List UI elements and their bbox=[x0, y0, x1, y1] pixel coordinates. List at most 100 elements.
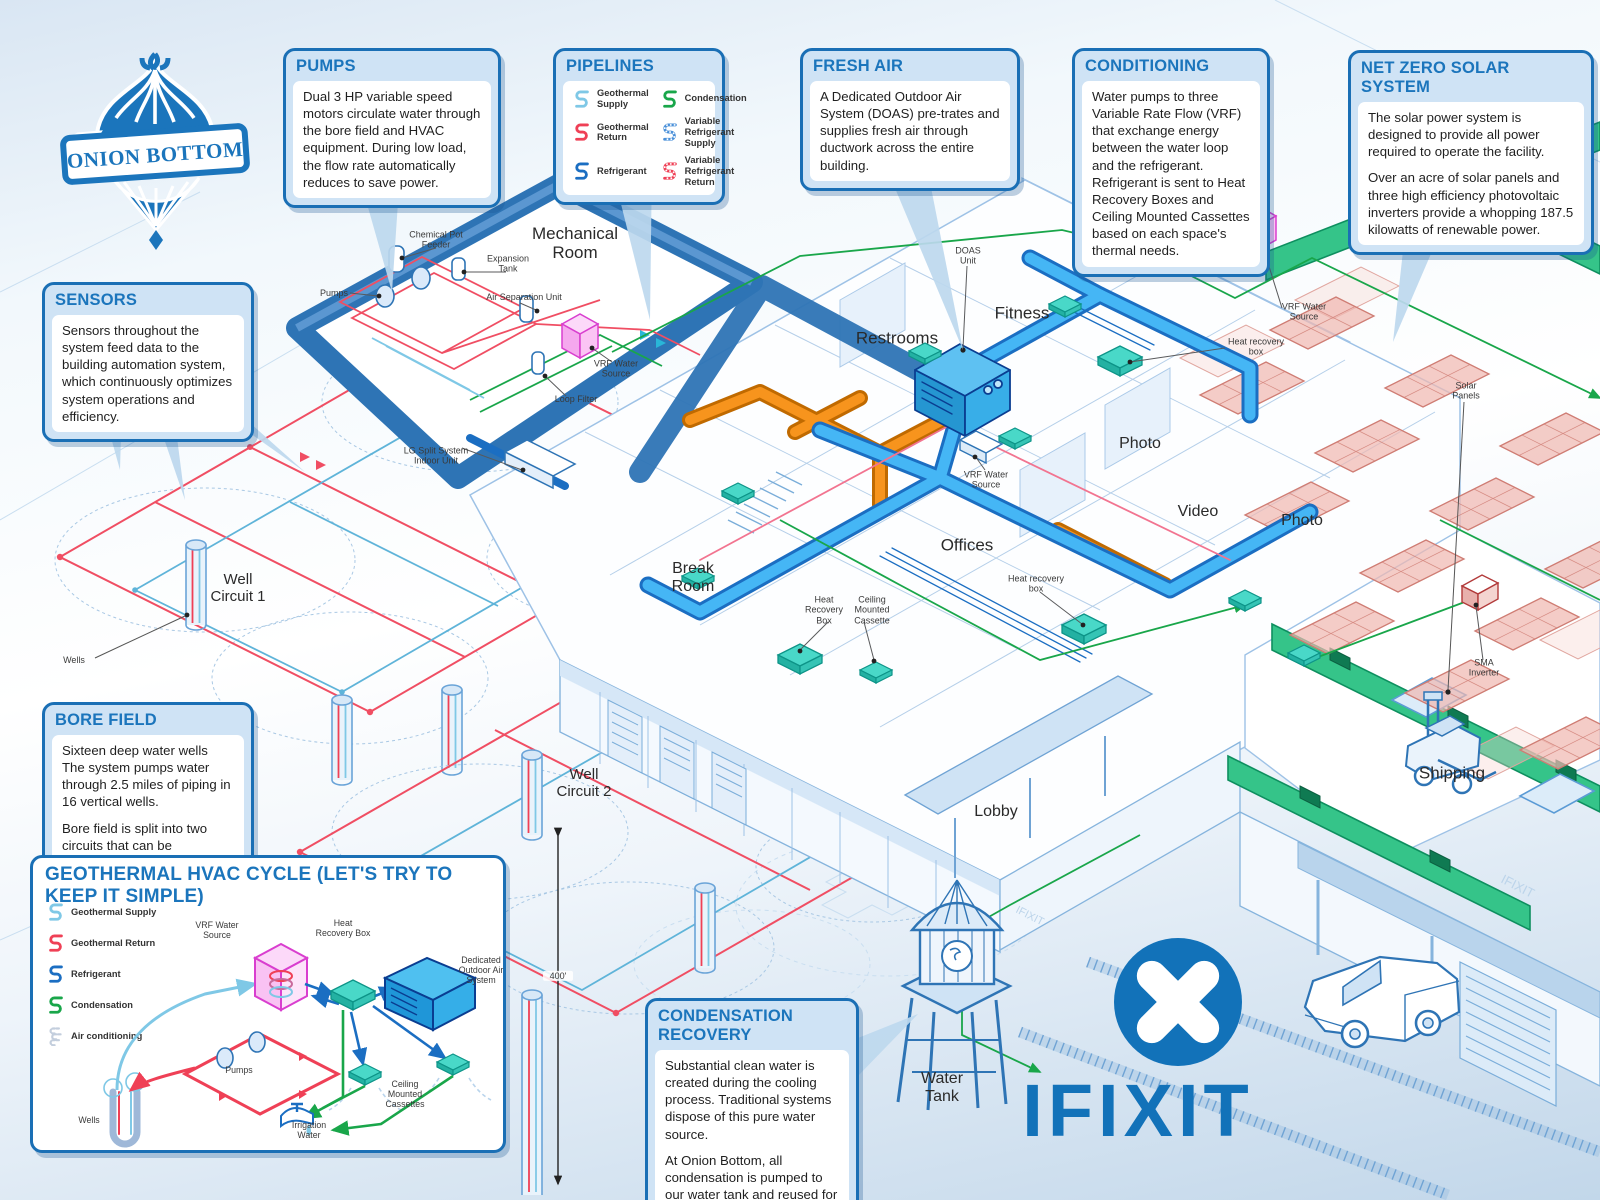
shipping-wing: IFIXIT bbox=[1227, 529, 1600, 932]
legend-label: Air conditioning bbox=[71, 1030, 143, 1041]
room-label-restrooms: Restrooms bbox=[855, 328, 939, 348]
callout-pipelines-title: PIPELINES bbox=[566, 57, 654, 75]
cycle-label-irrigation: Irrigation Water bbox=[291, 1119, 327, 1140]
ifixit-logo: IFIXIT bbox=[1022, 938, 1249, 1152]
callout-hvac-cycle-title: GEOTHERMAL HVAC CYCLE (LET'S TRY TO KEEP… bbox=[45, 864, 453, 907]
callout-sensors: SENSORS Sensors throughout the system fe… bbox=[42, 282, 254, 442]
callout-net-zero-body1: The solar power system is designed to pr… bbox=[1368, 110, 1545, 160]
sma-inverter bbox=[1460, 574, 1500, 612]
room-label-break-room: Break Room bbox=[671, 560, 715, 595]
mech-pumps bbox=[375, 266, 431, 308]
callout-condensation-recovery-body2: At Onion Bottom, all condensation is pum… bbox=[665, 1152, 838, 1200]
tag-solar-panels: Solar Panels bbox=[1452, 380, 1480, 401]
air-squiggle-icon bbox=[49, 1027, 62, 1046]
tag-pumps: Pumps bbox=[319, 287, 348, 298]
callout-pumps: PUMPS Dual 3 HP variable speed motors ci… bbox=[283, 48, 501, 208]
room-label-video: Video bbox=[1177, 503, 1219, 521]
tag-well-depth: 400' bbox=[543, 970, 573, 982]
cycle-label-cassettes: Ceiling Mounted Cassettes bbox=[385, 1078, 425, 1110]
callout-bore-field-body1: Sixteen deep water wells The system pump… bbox=[62, 743, 231, 810]
pipe-squiggle-striped-icon bbox=[662, 162, 677, 181]
solar-array bbox=[1179, 266, 1600, 780]
legend-label: Refrigerant bbox=[597, 166, 647, 177]
cycle-vrf bbox=[252, 942, 310, 1012]
legend-label: Condensation bbox=[684, 93, 747, 104]
tag-heat-recovery-box-offices: Heat Recovery Box bbox=[804, 594, 843, 626]
tag-doas-unit: DOAS Unit bbox=[955, 245, 981, 266]
tag-vrf-water-source-2: VRF Water Source bbox=[1281, 301, 1327, 322]
callout-fresh-air-body: A Dedicated Outdoor Air System (DOAS) pr… bbox=[820, 89, 1000, 173]
condensation-network bbox=[611, 205, 1600, 1073]
stairs bbox=[727, 471, 803, 534]
callout-net-zero-title: NET ZERO SOLAR SYSTEM bbox=[1361, 59, 1510, 96]
hvac-legend: Geothermal Supply Geothermal Return Refr… bbox=[47, 902, 157, 1046]
legend-condensation: Condensation bbox=[661, 88, 747, 109]
room-label-photo-1: Photo bbox=[1119, 435, 1161, 453]
room-label-shipping: Shipping bbox=[1418, 763, 1486, 783]
legend-geothermal-supply: Geothermal Supply bbox=[47, 902, 157, 922]
legend-label: Geothermal Supply bbox=[71, 906, 157, 917]
callout-hvac-cycle: GEOTHERMAL HVAC CYCLE (LET'S TRY TO KEEP… bbox=[30, 855, 506, 1153]
pipe-squiggle-icon bbox=[575, 90, 589, 108]
callout-pumps-title: PUMPS bbox=[296, 57, 356, 75]
water-tower bbox=[896, 879, 1013, 1111]
callout-pumps-body: Dual 3 HP variable speed motors circulat… bbox=[303, 89, 481, 190]
legend-geothermal-return: Geothermal Return bbox=[47, 933, 157, 953]
front-facade bbox=[559, 658, 1001, 954]
callout-net-zero-body2: Over an acre of solar panels and three h… bbox=[1368, 170, 1574, 237]
cycle-label-vrf: VRF Water Source bbox=[195, 919, 239, 940]
legend-label: Variable Refrigerant Return bbox=[684, 155, 735, 187]
pipe-squiggle-icon bbox=[49, 996, 63, 1014]
deep-well bbox=[521, 827, 563, 1195]
pipe-squiggle-icon bbox=[575, 162, 589, 181]
van bbox=[1303, 955, 1461, 1049]
pipe-squiggle-icon bbox=[49, 934, 63, 952]
pipe-squiggle-icon bbox=[575, 123, 589, 142]
room-label-photo-2: Photo bbox=[1281, 512, 1323, 530]
callout-condensation-recovery-title: CONDENSATION RECOVERY bbox=[658, 1007, 794, 1044]
tag-heat-recovery-box-1: Heat recovery box bbox=[1227, 336, 1285, 357]
legend-variable-refrigerant-return: Variable Refrigerant Return bbox=[661, 155, 747, 187]
tag-expansion-tank: Expansion Tank bbox=[486, 253, 530, 274]
forklift bbox=[1404, 691, 1497, 795]
callout-fresh-air-title: FRESH AIR bbox=[813, 57, 904, 75]
callout-pipelines: PIPELINES Geothermal Supply Condensation… bbox=[553, 48, 747, 205]
tag-lg-split: LG Split System Indoor Unit bbox=[403, 445, 469, 466]
pipe-squiggle-icon bbox=[662, 90, 677, 108]
callout-net-zero: NET ZERO SOLAR SYSTEM The solar power sy… bbox=[1348, 50, 1594, 256]
room-label-fitness: Fitness bbox=[994, 303, 1050, 323]
room-label-offices: Offices bbox=[940, 535, 994, 555]
room-label-mechanical: Mechanical Room bbox=[532, 223, 618, 262]
callout-condensation-recovery-body1: Substantial clean water is created durin… bbox=[665, 1058, 832, 1142]
pipe-squiggle-striped-icon bbox=[662, 123, 677, 142]
legend-label: Refrigerant bbox=[71, 968, 121, 979]
legend-geothermal-return: Geothermal Return bbox=[573, 116, 649, 148]
callout-conditioning-title: CONDITIONING bbox=[1085, 57, 1210, 75]
tag-wells: Wells bbox=[63, 654, 85, 665]
tag-chemical-pot-feeder: Chemical Pot Feeder bbox=[409, 229, 463, 250]
legend-label: Condensation bbox=[71, 999, 133, 1010]
onion-bottom-logo: ONION BOTTOM bbox=[60, 52, 250, 250]
callout-conditioning: CONDITIONING Water pumps to three Variab… bbox=[1072, 48, 1270, 277]
cycle-pump-loop bbox=[181, 1031, 342, 1116]
room-label-well-circuit-2: Well Circuit 2 bbox=[556, 766, 612, 800]
pipe-squiggle-icon bbox=[49, 965, 63, 983]
tag-vrf-water-source-mech: VRF Water Source bbox=[593, 358, 639, 379]
legend-label: Geothermal Return bbox=[597, 121, 649, 143]
callout-bore-field-title: BORE FIELD bbox=[55, 711, 157, 729]
room-label-well-circuit-1: Well Circuit 1 bbox=[210, 571, 266, 605]
tag-loop-filter: Loop Filter bbox=[554, 393, 598, 404]
legend-variable-refrigerant-supply: Variable Refrigerant Supply bbox=[661, 116, 747, 148]
legend-label: Geothermal Return bbox=[71, 937, 156, 948]
legend-label: Geothermal Supply bbox=[597, 88, 649, 109]
mech-green-pipes bbox=[469, 333, 663, 413]
pipe-squiggle-icon bbox=[49, 903, 63, 921]
tag-air-separation-unit: Air Separation Unit bbox=[486, 291, 562, 302]
tag-ceiling-mounted-cassette-offices: Ceiling Mounted Cassette bbox=[854, 594, 890, 626]
room-label-lobby: Lobby bbox=[974, 803, 1018, 821]
tag-sma-inverter: SMA Inverter bbox=[1468, 657, 1500, 678]
cycle-doas bbox=[382, 956, 478, 1032]
street-facade bbox=[1239, 810, 1600, 1107]
